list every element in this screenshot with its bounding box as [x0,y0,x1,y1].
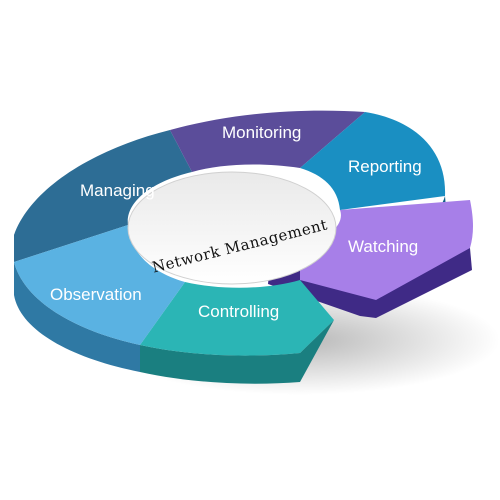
label-controlling: Controlling [198,302,279,321]
monitoring-segment [170,110,365,172]
label-watching: Watching [348,237,418,256]
label-reporting: Reporting [348,157,422,176]
hub-hole [127,171,337,285]
observation-side [14,262,140,372]
managing-segment [14,130,192,262]
controlling-segment [140,280,334,356]
label-observation: Observation [50,285,142,304]
controlling-side [140,320,334,384]
watching-segment [300,200,473,300]
observation-segment [14,225,185,345]
label-managing: Managing [80,181,155,200]
label-monitoring: Monitoring [222,123,301,142]
reporting-segment [300,112,446,210]
ring-top [14,110,473,356]
